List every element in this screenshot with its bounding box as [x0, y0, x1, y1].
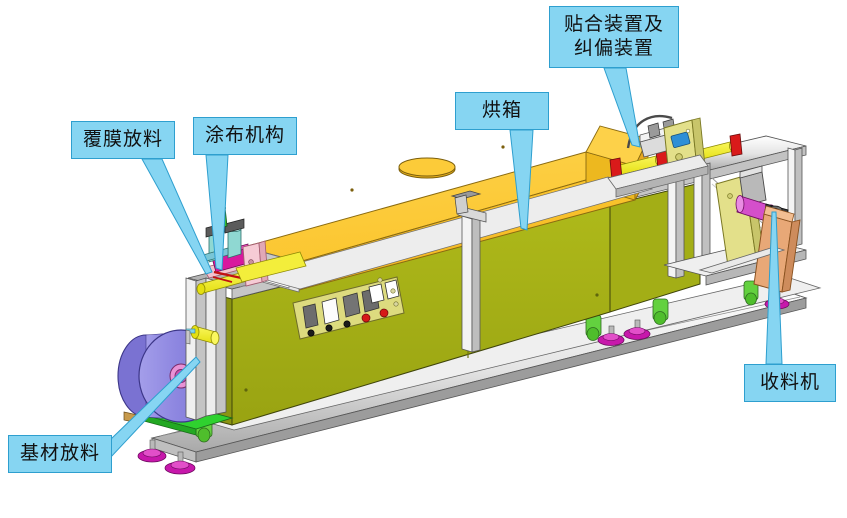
film-unwind-shaft [185, 325, 220, 345]
callout-laminating-and-correction[interactable]: 贴合装置及 纠偏装置 [549, 6, 679, 68]
left-guide-roller [185, 329, 191, 345]
callout-coating-mechanism[interactable]: 涂布机构 [193, 117, 297, 155]
callout-rewinder[interactable]: 收料机 [744, 364, 836, 402]
left-end-frame [185, 277, 227, 421]
callout-substrate-unwinding[interactable]: 基材放料 [8, 435, 112, 473]
control-panel[interactable] [292, 276, 405, 340]
callout-oven[interactable]: 烘箱 [455, 92, 549, 130]
laminating-unit [607, 114, 743, 198]
callout-film-unwinding[interactable]: 覆膜放料 [71, 121, 175, 159]
oven-support-strip [250, 176, 654, 290]
right-end-support [698, 246, 786, 274]
mid-vertical-post [450, 190, 487, 353]
